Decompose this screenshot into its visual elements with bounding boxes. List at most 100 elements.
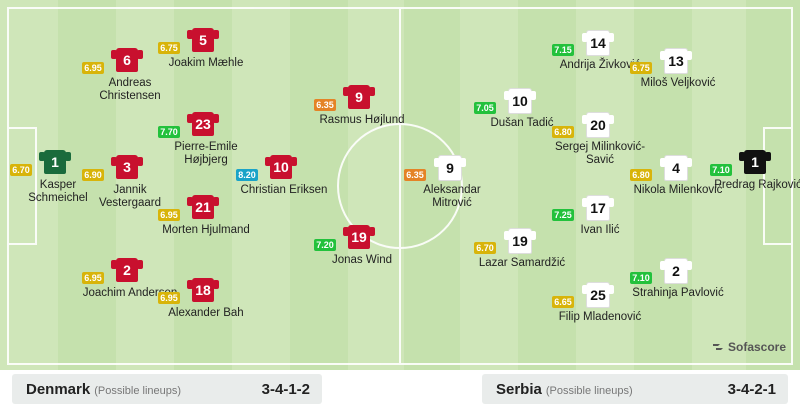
jersey-icon: 3: [111, 155, 143, 179]
jersey-number: 9: [446, 160, 454, 176]
jersey-icon: 14: [582, 30, 614, 56]
denmark-formation: 3-4-1-2: [261, 381, 310, 398]
jersey-number: 4: [672, 160, 680, 176]
player-rating: 6.80: [630, 169, 652, 181]
player-rating: 6.35: [314, 99, 336, 111]
player-name: Lazar Samardžić: [478, 257, 566, 269]
serbia-lineup-note: (Possible lineups): [545, 385, 633, 397]
player-rating: 7.70: [158, 126, 180, 138]
jersey-number: 6: [123, 52, 131, 68]
jersey-icon: 2: [111, 258, 143, 282]
player-rating: 6.95: [158, 209, 180, 221]
player-name: Joakim Mæhle: [168, 57, 244, 69]
jersey-icon: 23: [187, 112, 219, 136]
jersey-icon: 9: [434, 155, 466, 181]
jersey-number: 14: [590, 35, 606, 51]
player-name: Morten Hjulmand: [162, 224, 250, 236]
player-name: Andrija Živković: [559, 59, 641, 71]
jersey-icon: 9: [343, 85, 375, 109]
player-name: Strahinja Pavlović: [632, 287, 724, 299]
jersey-icon: 13: [660, 48, 692, 74]
denmark-team-name: Denmark(Possible lineups): [26, 381, 182, 398]
player-rating: 7.10: [630, 272, 652, 284]
player-name: Rasmus Højlund: [319, 114, 405, 126]
jersey-icon: 19: [504, 228, 536, 254]
jersey-icon: 10: [504, 88, 536, 114]
jersey-icon: 10: [265, 155, 297, 179]
pitch-markings: [7, 7, 793, 365]
player-name: Miloš Veljković: [640, 77, 716, 89]
player-name: Predrag Rajković: [714, 179, 800, 191]
denmark-lineup-bar[interactable]: Denmark(Possible lineups) 3-4-1-2: [12, 374, 322, 404]
jersey-icon: 20: [582, 112, 614, 138]
sofascore-logo-icon: [713, 344, 723, 350]
player-name: Sergej Milinković-Savić: [554, 141, 646, 166]
player-name: Joachim Andersen: [82, 287, 178, 299]
jersey-icon: 2: [660, 258, 692, 284]
player-name: Jonas Wind: [331, 254, 393, 266]
jersey-icon: 19: [343, 225, 375, 249]
jersey-icon: 1: [739, 150, 771, 174]
player-name: Nikola Milenković: [633, 184, 723, 196]
player-name: Jannik Vestergaard: [98, 184, 161, 209]
player-rating: 6.90: [82, 169, 104, 181]
serbia-team-name: Serbia(Possible lineups): [496, 381, 633, 398]
player-rating: 7.25: [552, 209, 574, 221]
jersey-number: 2: [123, 262, 131, 278]
jersey-number: 18: [195, 282, 211, 298]
player-rating: 6.95: [82, 62, 104, 74]
player-name: Kasper Schmeichel: [28, 179, 88, 204]
jersey-icon: 6: [111, 48, 143, 72]
jersey-icon: 5: [187, 28, 219, 52]
player-rating: 7.15: [552, 44, 574, 56]
player-rating: 6.70: [10, 164, 32, 176]
jersey-number: 19: [512, 233, 528, 249]
jersey-number: 9: [355, 89, 363, 105]
jersey-number: 3: [123, 159, 131, 175]
player-rating: 6.35: [404, 169, 426, 181]
jersey-icon: 17: [582, 195, 614, 221]
player-rating: 6.80: [552, 126, 574, 138]
player-rating: 6.75: [630, 62, 652, 74]
player-rating: 7.05: [474, 102, 496, 114]
player-rating: 6.65: [552, 296, 574, 308]
jersey-icon: 25: [582, 282, 614, 308]
jersey-number: 1: [751, 154, 759, 170]
serbia-formation: 3-4-2-1: [727, 381, 776, 398]
sofascore-logo: Sofascore: [712, 340, 786, 354]
jersey-number: 25: [590, 287, 606, 303]
player-name: Ivan Ilić: [580, 224, 620, 236]
jersey-number: 2: [672, 263, 680, 279]
brand-name: Sofascore: [728, 340, 787, 354]
jersey-icon: 4: [660, 155, 692, 181]
denmark-lineup-note: (Possible lineups): [94, 385, 182, 397]
player-rating: 7.10: [710, 164, 732, 176]
jersey-number: 23: [195, 116, 211, 132]
player-name: Christian Eriksen: [240, 184, 328, 196]
jersey-number: 5: [199, 32, 207, 48]
player-name: Pierre-Emile Højbjerg: [174, 141, 238, 166]
player-name: Dušan Tadić: [490, 117, 554, 129]
player-name: Aleksandar Mitrović: [423, 184, 481, 209]
jersey-number: 17: [590, 200, 606, 216]
player-name: Andreas Christensen: [99, 77, 161, 102]
jersey-icon: 18: [187, 278, 219, 302]
jersey-number: 1: [51, 154, 59, 170]
player-name: Filip Mladenović: [558, 311, 642, 323]
player-rating: 8.20: [236, 169, 258, 181]
player-rating: 6.75: [158, 42, 180, 54]
jersey-number: 13: [668, 53, 684, 69]
player-name: Alexander Bah: [168, 307, 244, 319]
player-rating: 7.20: [314, 239, 336, 251]
jersey-icon: 21: [187, 195, 219, 219]
jersey-number: 10: [273, 159, 289, 175]
jersey-number: 19: [351, 229, 367, 245]
jersey-number: 21: [195, 199, 211, 215]
player-rating: 6.70: [474, 242, 496, 254]
player-rating: 6.95: [158, 292, 180, 304]
football-pitch: Sofascore: [0, 0, 800, 370]
jersey-icon: 1: [39, 150, 71, 174]
serbia-lineup-bar[interactable]: Serbia(Possible lineups) 3-4-2-1: [482, 374, 788, 404]
player-rating: 6.95: [82, 272, 104, 284]
jersey-number: 20: [590, 117, 606, 133]
